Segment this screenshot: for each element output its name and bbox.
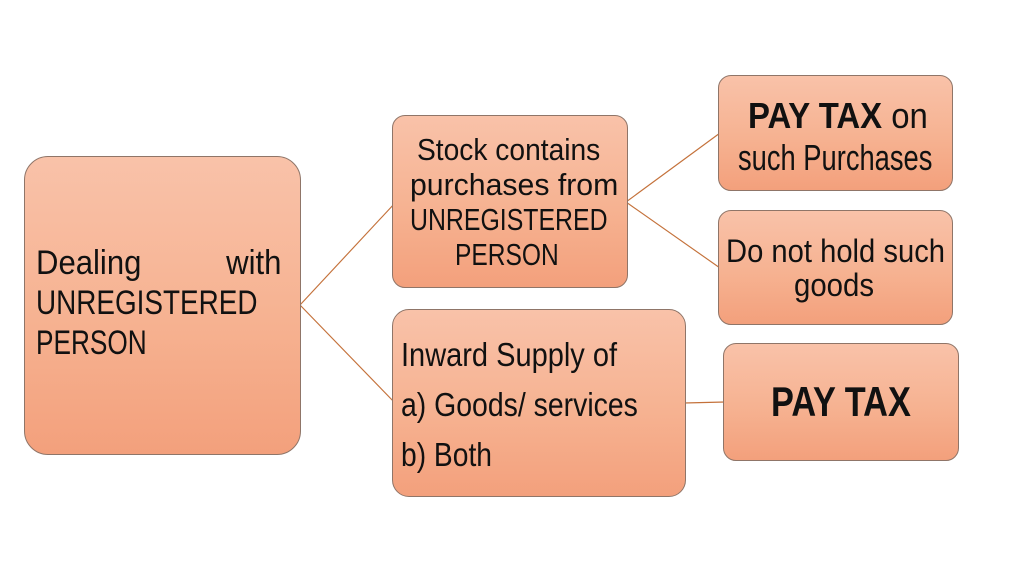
node-text: on (881, 95, 928, 136)
node-pay-tax: PAY TAX (723, 343, 959, 461)
connector-inward-paytax (683, 401, 726, 404)
node-text: goods (794, 266, 875, 303)
node-text-line: goods (719, 268, 952, 302)
node-text: PAY TAX (770, 378, 911, 425)
connector-stock-paytax-purchases (625, 132, 721, 203)
node-text-line: Stock contains (393, 132, 627, 167)
node-text: Inward Supply of (401, 335, 618, 373)
node-text-line: PERSON (36, 323, 281, 363)
node-text: a) Goods/ services (401, 385, 638, 423)
node-text: purchases from (410, 166, 619, 202)
node-text: b) Both (401, 435, 492, 473)
node-text: UNREGISTERED (36, 284, 258, 322)
node-text-line: PAY TAX on (719, 95, 952, 137)
node-text-line: UNREGISTERED (393, 202, 627, 237)
node-text-line: Inward Supply of (401, 335, 685, 375)
node-text: PERSON (36, 324, 147, 362)
node-text: PAY TAX on (748, 95, 928, 137)
node-text-line: purchases from (393, 167, 627, 202)
node-text: with (225, 244, 281, 282)
node-text-line: UNREGISTERED (36, 283, 281, 323)
node-text-emphasis: PAY TAX (747, 95, 882, 136)
node-text-line: Do not hold such (719, 234, 952, 268)
node-text: such Purchases (737, 137, 933, 178)
node-text-line: PAY TAX (724, 379, 958, 425)
node-text: Do not hold such (726, 232, 946, 269)
node-text-line: b) Both (401, 435, 685, 475)
node-pay-tax-on-purchases: PAY TAX on such Purchases (718, 75, 953, 191)
connector-stock-hold (625, 201, 721, 269)
node-text-line: PERSON (393, 237, 627, 272)
node-dealing-unregistered-person: Dealing with UNREGISTERED PERSON (24, 156, 301, 455)
node-text: Stock contains (417, 131, 601, 167)
node-do-not-hold-goods: Do not hold such goods (718, 210, 953, 325)
node-text-line: Dealing with (36, 243, 281, 283)
node-text: PERSON (455, 236, 560, 272)
connector-root-inward (299, 304, 397, 405)
node-text: Dealing (36, 244, 142, 282)
node-text-line: a) Goods/ services (401, 385, 685, 425)
node-text: UNREGISTERED (410, 201, 608, 237)
node-text-line: such Purchases (719, 137, 952, 179)
node-inward-supply: Inward Supply of a) Goods/ services b) B… (392, 309, 686, 497)
connector-root-stock (299, 202, 396, 306)
node-stock-contains-purchases: Stock contains purchases from UNREGISTER… (392, 115, 628, 288)
